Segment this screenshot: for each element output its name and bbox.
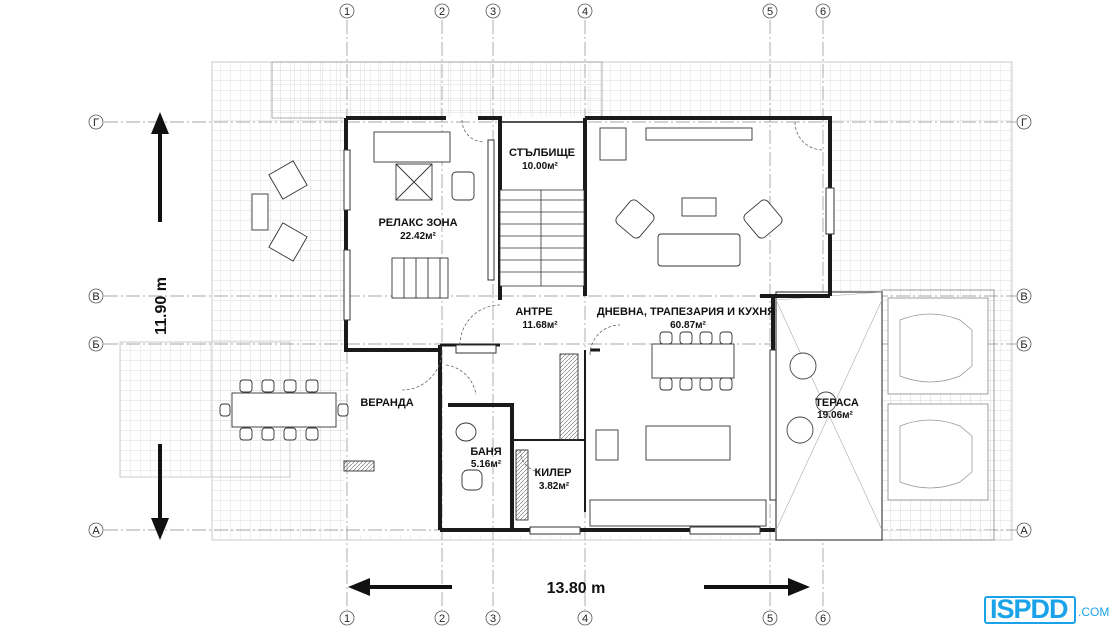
room-name-hall: АНТРЕ — [515, 306, 552, 318]
room-area-living: 60.87м² — [670, 320, 706, 331]
room-name-stair: СТЪЛБИЩЕ — [509, 147, 575, 159]
room-area-relax: 22.42м² — [400, 231, 436, 242]
axis-label-g-left: Г — [93, 117, 99, 129]
axis-label-v-right: В — [1020, 291, 1027, 303]
axis-label-3-bottom: 3 — [490, 613, 496, 625]
room-area-pantry: 3.82м² — [539, 481, 570, 492]
dimension-width-label: 13.80 m — [547, 580, 606, 597]
staircase — [499, 189, 585, 287]
relax-furniture — [251, 131, 475, 299]
room-name-bath: БАНЯ — [470, 446, 501, 458]
axis-label-5-top: 5 — [767, 6, 773, 18]
bath-fixtures — [455, 422, 529, 521]
arrow-up-icon — [151, 112, 169, 134]
axis-label-3-top: 3 — [490, 6, 496, 18]
arrow-left-icon — [348, 578, 370, 596]
terrace-area — [775, 291, 883, 541]
room-name-terrace: ТЕРАСА — [815, 397, 859, 409]
logo-domain-text: .COM — [1078, 605, 1110, 619]
logo-frame — [984, 596, 1076, 624]
arrow-down-icon — [151, 518, 169, 540]
carport — [881, 289, 995, 541]
axis-label-5-bottom: 5 — [767, 613, 773, 625]
axis-label-6-top: 6 — [820, 6, 826, 18]
axis-label-b-left: Б — [92, 339, 99, 351]
arrow-right-icon — [788, 578, 810, 596]
axis-label-b-right: Б — [1020, 339, 1027, 351]
logo-main-text: ISPDD — [990, 594, 1069, 624]
axis-bubbles-top — [88, 3, 1032, 626]
site-logo: ISPDD .COM — [984, 592, 1114, 628]
living-furniture — [559, 127, 783, 527]
axis-label-1-top: 1 — [344, 6, 350, 18]
axis-label-a-right: А — [1020, 525, 1028, 537]
room-name-living: ДНЕВНА, ТРАПЕЗАРИЯ И КУХНЯ — [597, 306, 775, 318]
room-name-veranda: ВЕРАНДА — [360, 397, 413, 409]
room-labels: РЕЛАКС ЗОНА 22.42м² СТЪЛБИЩЕ 10.00м² ДНЕ… — [360, 147, 859, 492]
axis-label-g-right: Г — [1021, 117, 1027, 129]
dimension-height-label: 11.90 m — [153, 277, 170, 335]
room-area-stair: 10.00м² — [522, 161, 558, 172]
axis-label-v-left: В — [92, 291, 99, 303]
dimension-height: 11.90 m — [151, 112, 170, 540]
room-name-pantry: КИЛЕР — [534, 467, 571, 479]
axis-label-1-bottom: 1 — [344, 613, 350, 625]
dimension-width: 13.80 m — [348, 578, 810, 597]
doors — [401, 119, 824, 473]
axis-label-4-top: 4 — [582, 6, 588, 18]
windows — [343, 139, 835, 535]
veranda-table — [219, 379, 375, 472]
axis-label-6-bottom: 6 — [820, 613, 826, 625]
room-name-relax: РЕЛАКС ЗОНА — [378, 217, 457, 229]
room-area-bath: 5.16м² — [471, 459, 502, 470]
axis-label-2-top: 2 — [439, 6, 445, 18]
axis-label-4-bottom: 4 — [582, 613, 588, 625]
axis-labels: 1 2 3 4 5 6 1 2 3 4 5 6 Г В Б А Г В Б А — [92, 6, 1028, 625]
axis-label-a-left: А — [92, 525, 100, 537]
room-area-hall: 11.68м² — [522, 320, 558, 331]
room-area-terrace: 19.06м² — [817, 410, 853, 421]
axis-label-2-bottom: 2 — [439, 613, 445, 625]
